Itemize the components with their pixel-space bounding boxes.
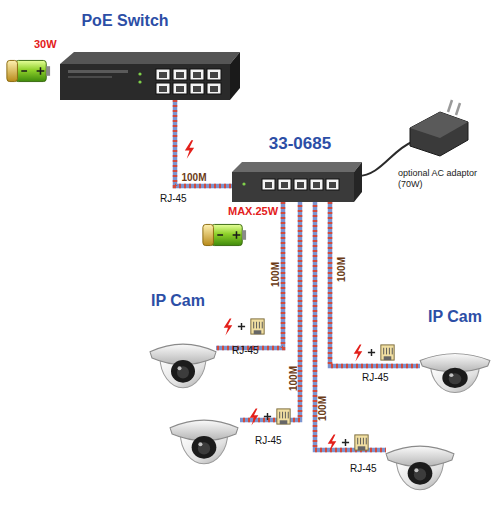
cable-stripe [240,200,300,420]
power-bolt [250,408,259,425]
port-socket [297,182,304,188]
connector-label: RJ-45 [362,372,389,383]
switch-port [190,83,204,94]
switch-port [262,179,275,190]
adaptor-note: optional AC adaptor (70W) [398,168,490,190]
port-socket [193,86,201,92]
switch-side [354,162,362,202]
cable-stripe [315,200,386,450]
ip-camera [420,354,490,393]
battery-icon [203,224,246,245]
switch-port [156,69,170,80]
port-socket [159,86,167,92]
port-socket [313,182,320,188]
switch-marking [68,70,128,73]
cable-speed: 100M [335,250,348,290]
cable-speed: 100M [269,255,282,295]
switch-art [232,162,362,202]
plus-sign [342,439,349,446]
port-socket [176,86,184,92]
ip-camera [150,344,216,388]
plus-sign [264,413,271,420]
switch-led [138,80,141,83]
switch-port [173,83,187,94]
connector-label: RJ-45 [350,463,377,474]
port-socket [210,86,218,92]
poe-switch-box: 33-0685 [232,162,362,202]
adaptor-body [410,112,468,156]
switch-top [60,52,240,64]
switch-marking [68,76,112,78]
poe-icon-group [224,318,394,451]
switch-port [207,69,221,80]
cable-stripe [216,202,283,348]
cable-stripe [175,100,232,186]
ip-camera [170,420,238,464]
ip-camera-node: IP Cam [418,334,492,398]
port-socket [210,72,218,78]
switch-side [230,52,240,100]
cable-speed: 100M [316,389,329,429]
switch-port [278,179,291,190]
power-bolt [328,434,337,451]
rj45-plug [277,409,290,424]
switch-port [173,69,187,80]
camera-art [148,322,218,394]
cable [240,200,386,450]
switch-port [310,179,323,190]
power-bolt [185,140,194,159]
port-socket [176,72,184,78]
connector-label: RJ-45 [160,193,187,204]
cable-line [240,200,300,420]
switch-port [207,83,221,94]
ip-camera-node: IP Cam [148,322,218,394]
connector-label: RJ-45 [255,435,282,446]
power-rating: MAX.25W [228,205,278,217]
switch-led [138,72,141,75]
camera-art [418,334,492,398]
device-heading: 33-0685 [250,134,350,154]
device-heading: PoE Switch [60,12,190,30]
network-cable [330,202,420,366]
switch-port [190,69,204,80]
poe-switch: PoE Switch [60,52,240,100]
power-rating: 30W [34,38,57,50]
switch-port [156,83,170,94]
rj45-plug [355,435,368,450]
plus-sign [368,349,375,356]
switch-front [232,172,354,202]
switch-port [294,179,307,190]
switch-art [60,52,240,100]
port-socket [265,182,272,188]
cable-speed: 100M [174,171,214,184]
cable-line [315,200,386,450]
port-socket [281,182,288,188]
port-socket [329,182,336,188]
port-socket [193,72,201,78]
plus-sign [238,323,245,330]
cable-stripe [330,202,420,366]
adaptor-top [410,112,468,138]
network-cable [216,202,283,348]
cable-speed: 100M [287,359,300,399]
rj45-plug [381,345,394,360]
switch-led [242,182,245,185]
ac-adaptor [358,100,468,176]
switch-port [326,179,339,190]
rj45-plug [251,319,264,334]
device-heading: IP Cam [138,292,218,310]
device-heading: IP Cam [414,308,496,326]
adaptor-prongs [448,100,460,115]
port-socket [159,72,167,78]
switch-top [232,162,362,172]
connector-label: RJ-45 [232,345,259,356]
power-bolt [354,344,363,361]
switch-front [60,64,230,100]
battery-icon [7,60,50,81]
power-bolt [224,318,233,335]
network-cable [175,100,232,186]
ip-camera [386,446,454,490]
